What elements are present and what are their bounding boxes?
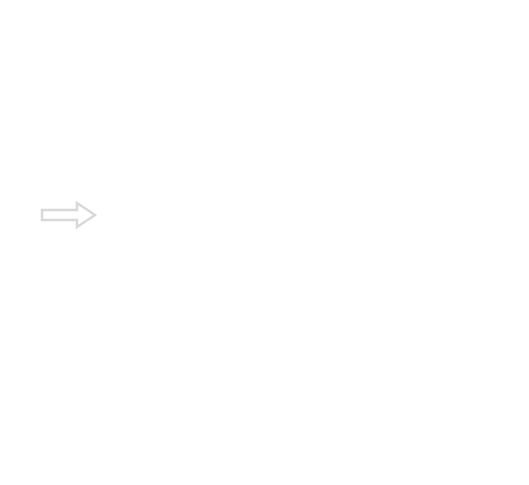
right-arrow-icon[interactable] <box>40 199 100 231</box>
arrow-outline <box>40 200 98 230</box>
right-arrow-shape <box>40 200 98 230</box>
